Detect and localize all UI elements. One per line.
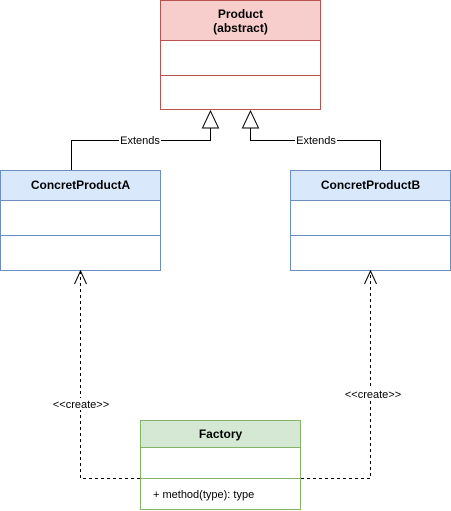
create-label-right-bg	[343, 388, 403, 400]
factory-title: Factory	[199, 427, 243, 441]
product-title: Product	[218, 7, 263, 21]
concrete-product-b-attributes-compartment	[290, 200, 451, 236]
concrete-product-a-methods-compartment	[0, 235, 161, 271]
extends-label-right-bg	[295, 134, 337, 146]
create-label-left-bg	[51, 398, 111, 410]
concrete-product-b-methods-compartment	[290, 235, 451, 271]
concrete-product-a-header	[0, 170, 161, 201]
factory-attributes-compartment	[140, 447, 301, 479]
create-edge-left[interactable]: <<create>>	[51, 269, 140, 479]
create-line-left	[80, 272, 140, 479]
factory-header	[140, 420, 301, 448]
extends-edge-right[interactable]: Extends	[241, 109, 381, 170]
concrete-product-b-header	[290, 170, 451, 201]
factory-methods-compartment	[140, 478, 301, 510]
factory-method: + method(type): type	[153, 489, 254, 501]
hollow-triangle-arrowhead-right-icon	[241, 109, 260, 129]
open-arrowhead-left-icon	[74, 269, 87, 285]
create-label-right: <<create>>	[345, 389, 401, 401]
hollow-triangle-arrowhead-left-icon	[201, 109, 220, 129]
open-arrowhead-right-icon	[364, 269, 377, 285]
product-attributes-compartment	[160, 40, 321, 76]
create-edge-right[interactable]: <<create>>	[301, 269, 403, 479]
product-class[interactable]: Product (abstract)	[160, 0, 321, 110]
extends-edge-left[interactable]: Extends	[71, 109, 220, 170]
concrete-product-a-class[interactable]: ConcretProductA	[0, 170, 161, 271]
concrete-product-b-class[interactable]: ConcretProductB	[290, 170, 451, 271]
product-header	[160, 0, 321, 41]
concrete-product-a-attributes-compartment	[0, 200, 161, 236]
extends-label-left-bg	[119, 134, 161, 146]
product-subtitle: (abstract)	[213, 21, 268, 35]
concrete-product-a-title: ConcretProductA	[31, 178, 131, 192]
extends-label-left: Extends	[120, 135, 160, 147]
extends-label-right: Extends	[296, 135, 336, 147]
create-label-left: <<create>>	[53, 399, 109, 411]
create-line-right	[301, 272, 371, 479]
product-methods-compartment	[160, 75, 321, 110]
concrete-product-b-title: ConcretProductB	[321, 178, 421, 192]
factory-class[interactable]: Factory + method(type): type	[140, 420, 301, 510]
